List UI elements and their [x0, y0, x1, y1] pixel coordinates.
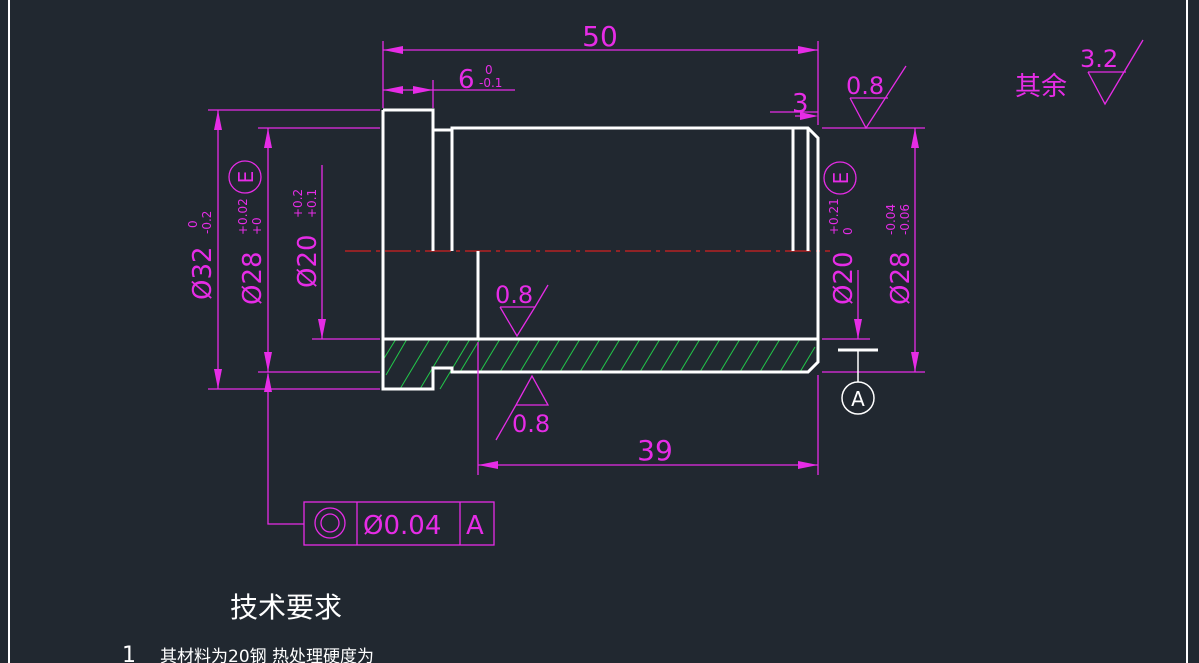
dim-d28-right: Ø28: [886, 251, 916, 305]
dim-d28-right-upper: -0.04: [884, 204, 898, 235]
dim-d32: Ø32: [188, 246, 218, 300]
dim-d28-left: Ø28: [238, 251, 268, 305]
dim-shoulder-tol-upper: 0: [485, 63, 493, 77]
svg-text:E: E: [829, 172, 853, 185]
dim-d20-right: Ø20: [829, 251, 859, 305]
dim-d20-left-upper: +0.2: [291, 189, 305, 218]
envelope-symbol-left: E: [228, 160, 262, 194]
dim-d32-upper: 0: [186, 220, 200, 228]
dim-d28-right-lower: -0.06: [898, 204, 912, 235]
envelope-symbol-right: E: [823, 161, 857, 195]
dim-d28-left-upper: +0.02: [236, 198, 250, 235]
concentricity-inner-icon: [320, 513, 340, 533]
dim-d28-left-group: Ø28 +0.02 +0: [236, 198, 268, 305]
dim-d32-group: Ø32 0 -0.2: [186, 211, 218, 300]
section-hatching: [382, 338, 816, 390]
roughness-others-value: 3.2: [1080, 45, 1118, 73]
roughness-symbol-others: 其余 3.2: [1015, 39, 1144, 106]
dim-chamfer: 3: [792, 89, 809, 119]
roughness-bore-value: 0.8: [495, 281, 533, 309]
notes-item1-number: 1: [122, 643, 136, 663]
dim-overall-length: 50: [582, 20, 618, 53]
tolerance-frame: Ø0.04 A: [264, 372, 495, 546]
roughness-top-right-value: 0.8: [846, 72, 884, 100]
datum-symbol: A: [838, 348, 878, 415]
dim-d20-left-lower: +0.1: [305, 189, 319, 218]
dim-d20-right-upper: +0.21: [827, 198, 841, 235]
dim-shoulder-length: 6: [458, 65, 475, 95]
dim-shoulder-tol-lower: -0.1: [479, 76, 502, 90]
dim-d20-left-group: Ø20 +0.2 +0.1: [291, 189, 323, 288]
extension-lines: [208, 41, 925, 475]
roughness-bottom-value: 0.8: [512, 410, 550, 438]
dim-d20-left: Ø20: [293, 234, 323, 288]
tolerance-value: Ø0.04: [363, 511, 441, 541]
dim-d20-right-lower: 0: [841, 227, 855, 235]
notes-item1-text: 其材料为20钢 热处理硬度为: [160, 647, 374, 663]
datum-label: A: [851, 387, 865, 411]
dim-bore-length: 39: [637, 434, 673, 467]
roughness-others-label: 其余: [1015, 72, 1067, 102]
part-outline: [381, 108, 820, 391]
roughness-symbol-top-right: 0.8: [846, 65, 907, 130]
dim-d28-left-lower: +0: [250, 217, 264, 235]
notes-title: 技术要求: [230, 591, 342, 624]
tolerance-datum: A: [466, 511, 484, 541]
dimension-lines: [214, 46, 919, 469]
dim-d20-right-group: Ø20 +0.21 0: [827, 198, 859, 305]
concentricity-outer-icon: [314, 507, 346, 539]
roughness-symbol-bore: 0.8: [495, 281, 549, 338]
dim-d32-lower: -0.2: [200, 211, 214, 234]
roughness-symbol-bottom: 0.8: [495, 374, 550, 441]
dim-d28-right-group: Ø28 -0.04 -0.06: [884, 204, 916, 305]
svg-text:E: E: [234, 171, 258, 184]
